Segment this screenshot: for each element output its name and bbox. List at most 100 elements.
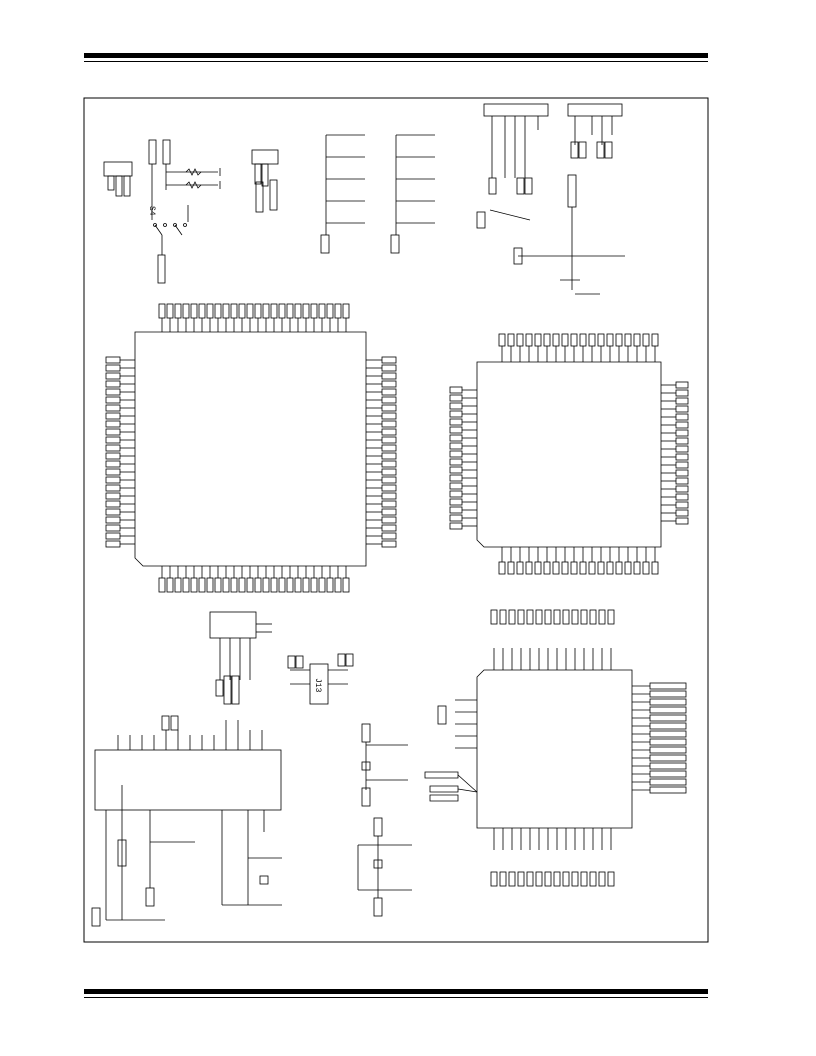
net-label-box xyxy=(649,690,687,698)
net-label-box xyxy=(449,458,463,466)
net-label-box xyxy=(535,871,543,887)
ic-u4-bottom-pins xyxy=(490,828,615,887)
net-label-box xyxy=(588,561,596,575)
ic-u2 xyxy=(476,361,662,548)
net-label-box xyxy=(326,577,334,593)
net-label-box xyxy=(649,722,687,730)
ic-u3 xyxy=(91,715,282,927)
ic-u1-right-pins xyxy=(366,356,397,548)
net-label-box xyxy=(270,303,278,319)
net-label-box xyxy=(570,561,578,575)
net-label-box xyxy=(588,333,596,347)
net-label-box xyxy=(507,561,515,575)
net-label-box xyxy=(381,380,397,388)
net-label-box xyxy=(105,524,121,532)
net-label-box xyxy=(166,577,174,593)
net-label-box xyxy=(198,303,206,319)
footer-rule-thick xyxy=(84,989,708,994)
net-label-box xyxy=(318,577,326,593)
net-label-box xyxy=(381,516,397,524)
net-label-box xyxy=(675,453,689,461)
net-label-box xyxy=(449,394,463,402)
net-label-box xyxy=(535,609,543,625)
net-label-box xyxy=(649,770,687,778)
net-label-box xyxy=(190,577,198,593)
net-label-box xyxy=(498,333,506,347)
net-label-box xyxy=(624,333,632,347)
net-label-box xyxy=(598,609,606,625)
net-label-box xyxy=(105,436,121,444)
net-label-box xyxy=(449,450,463,458)
ic-u1-left-pins xyxy=(105,356,135,548)
net-label-box xyxy=(381,540,397,548)
net-label-box xyxy=(222,303,230,319)
net-label-box xyxy=(649,682,687,690)
net-label-box xyxy=(246,303,254,319)
net-label-box xyxy=(105,428,121,436)
net-label-box xyxy=(381,500,397,508)
net-label-box xyxy=(105,452,121,460)
net-label-box xyxy=(286,303,294,319)
net-label-box xyxy=(449,442,463,450)
net-label-box xyxy=(342,577,350,593)
ic-u1-top-pins xyxy=(158,303,350,332)
net-label-box xyxy=(633,333,641,347)
net-label-box xyxy=(607,871,615,887)
ic-u2-right-pins xyxy=(661,381,689,525)
net-label-box xyxy=(449,434,463,442)
net-label-box xyxy=(675,437,689,445)
net-label-box xyxy=(649,714,687,722)
net-label-box xyxy=(105,444,121,452)
net-label-box xyxy=(597,333,605,347)
net-label-box xyxy=(381,372,397,380)
net-label-box xyxy=(326,303,334,319)
net-label-box xyxy=(675,397,689,405)
net-label-box xyxy=(105,468,121,476)
net-label-box xyxy=(624,561,632,575)
net-label-box xyxy=(381,420,397,428)
net-label-box xyxy=(449,410,463,418)
net-label-box xyxy=(508,871,516,887)
net-label-box xyxy=(381,412,397,420)
net-label-box xyxy=(381,428,397,436)
net-label-box xyxy=(238,303,246,319)
net-label-box xyxy=(302,303,310,319)
net-label-box xyxy=(302,577,310,593)
connector-small-block xyxy=(251,149,279,213)
net-label-box xyxy=(449,522,463,530)
net-label-box xyxy=(615,561,623,575)
net-label-box xyxy=(517,871,525,887)
net-label-box xyxy=(499,871,507,887)
net-label-box xyxy=(449,498,463,506)
net-label-box xyxy=(449,426,463,434)
net-label-box xyxy=(381,444,397,452)
net-label-box xyxy=(579,333,587,347)
net-label-box xyxy=(651,561,659,575)
net-label-box xyxy=(166,303,174,319)
net-label-box xyxy=(544,871,552,887)
net-label-box xyxy=(310,577,318,593)
schematic-frame xyxy=(83,97,709,943)
decoupling-caps-left xyxy=(320,134,365,254)
decoupling-caps-right xyxy=(390,134,435,254)
net-label-box xyxy=(649,762,687,770)
net-label-box xyxy=(651,333,659,347)
net-label-box xyxy=(105,492,121,500)
net-label-box xyxy=(449,490,463,498)
reset-circuit xyxy=(476,174,625,295)
net-label-box xyxy=(649,730,687,738)
net-label-box xyxy=(449,482,463,490)
net-label-box xyxy=(675,413,689,421)
net-label-box xyxy=(675,469,689,477)
net-label-box xyxy=(553,871,561,887)
net-label-box xyxy=(381,476,397,484)
net-label-box xyxy=(246,577,254,593)
net-label-box xyxy=(561,333,569,347)
net-label-box xyxy=(105,500,121,508)
net-label-box xyxy=(525,561,533,575)
net-label-box xyxy=(105,372,121,380)
net-label-box xyxy=(534,333,542,347)
net-label-box xyxy=(254,577,262,593)
net-label-box xyxy=(562,609,570,625)
net-label-box xyxy=(381,508,397,516)
